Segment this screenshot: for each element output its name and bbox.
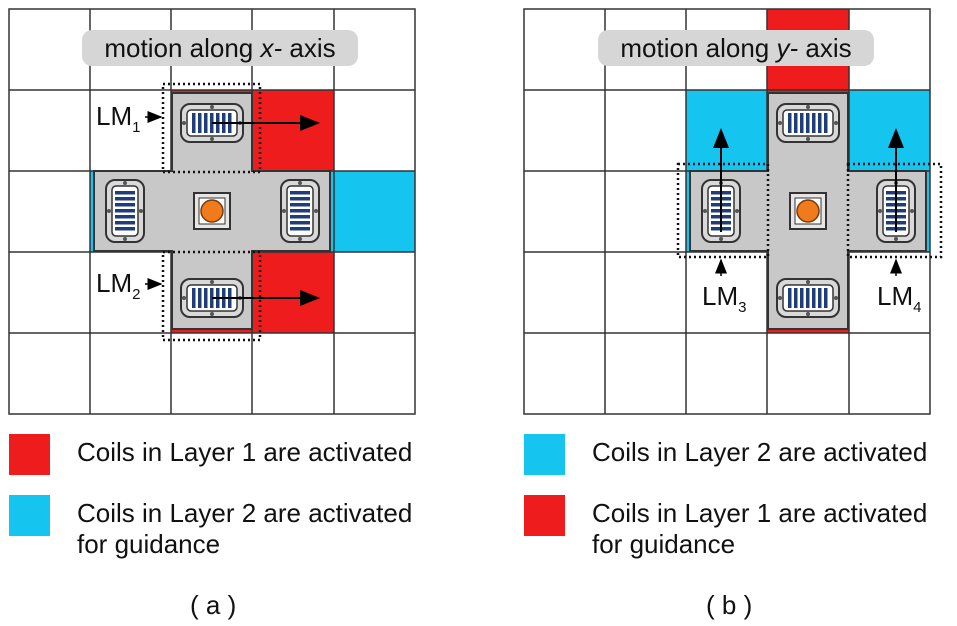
lm4-label: LM4 xyxy=(877,281,921,316)
lm3-label: LM3 xyxy=(702,281,746,316)
legend-item: Coils in Layer 1 are activated for guida… xyxy=(524,495,927,560)
coil-icon xyxy=(776,278,840,318)
coil-icon xyxy=(280,179,320,243)
motion-banner-text: motion along x- axis xyxy=(104,33,335,63)
panel-b: motion along y- axis LM3 LM4 xyxy=(523,8,943,415)
caption-b: ( b ) xyxy=(706,590,753,620)
legend-item: Coils in Layer 2 are activated xyxy=(524,434,927,475)
lm2-label: LM2 xyxy=(96,268,140,303)
motion-banner-text: motion along y- axis xyxy=(620,33,851,63)
legend-swatch-red xyxy=(9,434,50,475)
legend-swatch-cyan xyxy=(9,495,50,536)
legend-swatch-cyan xyxy=(524,434,565,475)
legend-label: Coils in Layer 2 are activated xyxy=(592,437,928,467)
motion-banner xyxy=(598,30,874,66)
coil-icon xyxy=(105,179,145,243)
panel-a: motion along x- axis LM1 LM2 xyxy=(8,8,416,415)
legend-item: Coils in Layer 2 are activated for guida… xyxy=(9,495,412,560)
lm2-outline xyxy=(161,250,262,342)
legend-label: Coils in Layer 2 are activated for guida… xyxy=(77,498,413,559)
legend-item: Coils in Layer 1 are activated xyxy=(9,434,412,475)
lm3-outline xyxy=(676,162,770,259)
lm4-outline xyxy=(846,162,943,259)
legend-label: Coils in Layer 1 are activated for guida… xyxy=(592,498,928,559)
coil-icon xyxy=(776,103,840,143)
legend-label: Coils in Layer 1 are activated xyxy=(77,437,413,467)
motion-banner xyxy=(82,30,358,66)
caption-a: ( a ) xyxy=(190,590,237,620)
legend-swatch-red xyxy=(524,495,565,536)
lm1-outline xyxy=(161,82,262,174)
lm1-label: LM1 xyxy=(96,101,140,136)
